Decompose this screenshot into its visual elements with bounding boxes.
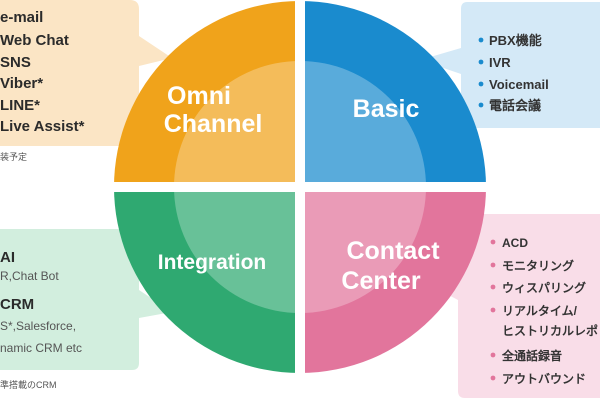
- integration-label: Integration: [158, 251, 267, 274]
- basic-item: 電話会議: [489, 98, 541, 113]
- contact-item: モニタリング: [502, 258, 574, 273]
- omni-item: SNS: [0, 54, 31, 71]
- integration-heading-crm: CRM: [0, 296, 34, 313]
- contact-label-line1: Contact: [346, 237, 440, 265]
- integration-info-box: [0, 229, 172, 370]
- basic-item: IVR: [489, 55, 511, 70]
- basic-item: Voicemail: [489, 77, 549, 92]
- omni-item: Viber*: [0, 75, 43, 92]
- contact-item: リアルタイム/: [502, 304, 578, 318]
- contact-item: 全通話録音: [501, 348, 562, 363]
- omni-item: LINE*: [0, 97, 40, 114]
- contact-item: ウィスパリング: [502, 280, 586, 295]
- omni-item: e-mail: [0, 9, 43, 26]
- contact-list: ACD モニタリング ウィスパリング リアルタイム/ ヒストリカルレポ 全通話録…: [490, 236, 598, 386]
- basic-label: Basic: [353, 95, 420, 123]
- integration-heading-ai: AI: [0, 249, 15, 266]
- basic-list: PBX機能 IVR Voicemail 電話会議: [478, 33, 549, 113]
- integration-line: S*,Salesforce,: [0, 319, 76, 333]
- contact-label-line2: Center: [341, 267, 420, 295]
- basic-info-box: [420, 2, 600, 128]
- integration-line: namic CRM etc: [0, 341, 82, 355]
- omni-note: 装予定: [0, 151, 27, 162]
- omni-info-box: [0, 0, 172, 146]
- contact-item: ヒストリカルレポ: [502, 323, 598, 338]
- contact-item: アウトバウンド: [502, 372, 586, 386]
- omni-item: Web Chat: [0, 32, 69, 49]
- omni-label-line2: Channel: [164, 110, 263, 138]
- integration-note: 準搭載のCRM: [0, 379, 57, 390]
- omni-label-line1: Omni: [167, 82, 231, 110]
- integration-line: R,Chat Bot: [0, 269, 59, 283]
- contact-item: ACD: [502, 236, 528, 250]
- omni-item: Live Assist*: [0, 118, 85, 135]
- basic-item: PBX機能: [489, 33, 542, 48]
